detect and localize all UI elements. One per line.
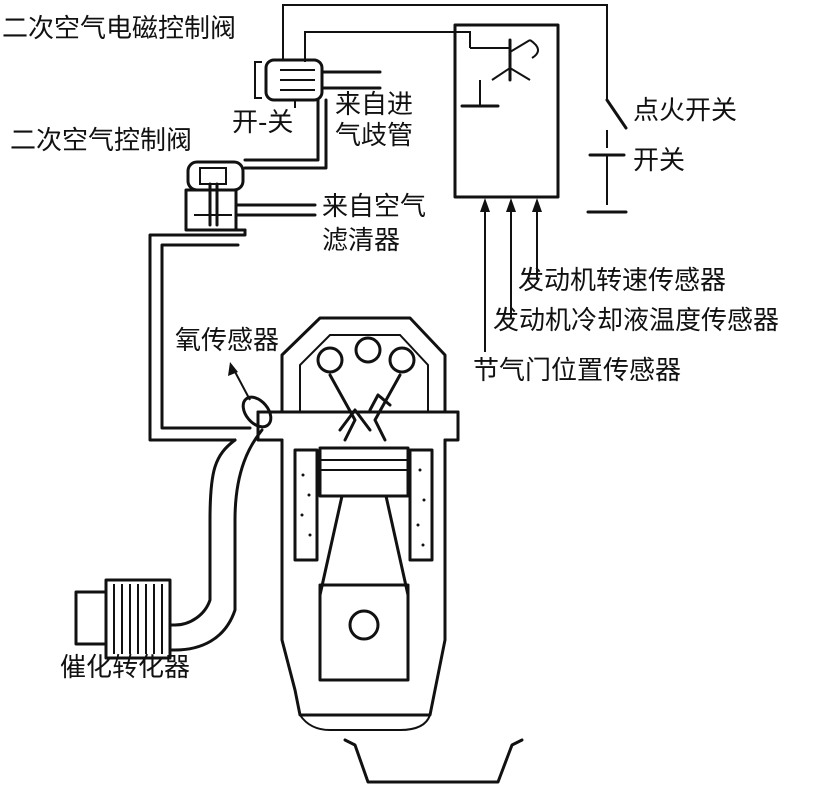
secondary-air-control-valve-label: 二次空气控制阀 [10,126,193,156]
throttle-position-sensor-label: 节气门位置传感器 [473,356,682,386]
oxygen-sensor-symbol [228,362,273,429]
secondary-air-solenoid-valve-label: 二次空气电磁控制阀 [2,14,237,44]
from-air-filter-label-line2: 滤清器 [322,226,401,256]
switch-label: 开关 [633,146,686,176]
sensor-input-arrows [480,198,542,352]
ecu-output-wire [304,31,471,62]
oxygen-sensor-label: 氧传感器 [175,326,280,356]
exhaust-pipe [168,428,264,652]
secondary-air-pipe [148,228,252,442]
ignition-switch-label: 点火开关 [633,96,738,126]
coolant-temp-sensor-label: 发动机冷却液温度传感器 [493,306,780,336]
engine-speed-sensor-label: 发动机转速传感器 [518,266,727,296]
ignition-power-wire [282,4,608,92]
from-air-filter-label-line1: 来自空气 [322,192,427,222]
vacuum-line [243,108,320,162]
ignition-switch-symbol [586,92,628,214]
catalytic-converter-label: 催化转化器 [60,653,191,683]
catalytic-converter-symbol [74,578,172,660]
solenoid-valve-symbol [254,58,382,112]
on-off-label: 开-关 [232,108,294,138]
control-valve-symbol [184,160,317,232]
from-intake-manifold-label-line1: 来自进 [335,90,414,120]
ecu-unit [453,23,560,199]
engine-block [256,316,524,784]
from-intake-manifold-label-line2: 气歧管 [335,121,414,151]
